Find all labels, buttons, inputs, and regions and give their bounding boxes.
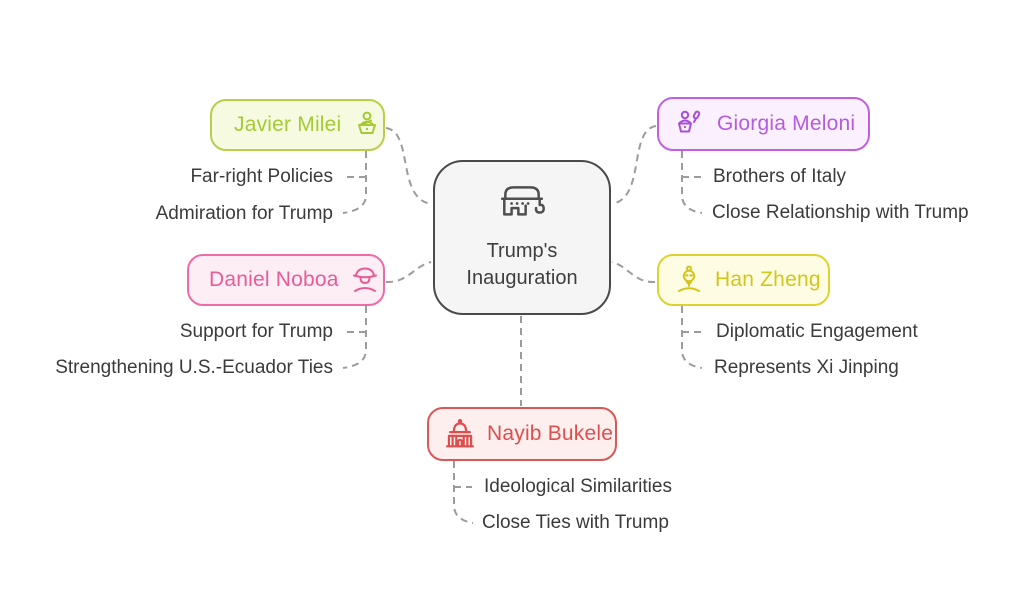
child-item-diplomatic-engagement[interactable]: Diplomatic Engagement <box>716 321 918 342</box>
bracket-bukele <box>453 461 474 524</box>
connector-milei-center <box>385 127 432 205</box>
child-item-strengthening-us-ecuador-ties[interactable]: Strengthening U.S.-Ecuador Ties <box>55 357 333 378</box>
bracket-han <box>681 306 703 369</box>
chinese-official-icon <box>673 264 705 296</box>
bracket-meloni <box>681 151 703 214</box>
branch-node-nayib-bukele[interactable]: Nayib Bukele <box>427 407 617 461</box>
connector-han-center <box>611 261 656 284</box>
branch-node-daniel-noboa[interactable]: Daniel Noboa <box>187 254 385 306</box>
center-node-label: Trump's Inauguration <box>466 240 578 289</box>
child-item-support-for-trump[interactable]: Support for Trump <box>179 321 333 342</box>
child-item-brothers-of-italy[interactable]: Brothers of Italy <box>713 166 847 187</box>
branch-label: Nayib Bukele <box>487 422 614 445</box>
domed-palace-icon <box>443 418 477 450</box>
branch-label: Giorgia Meloni <box>717 112 856 135</box>
center-node-trumps-inauguration[interactable]: Trump's Inauguration <box>433 160 611 315</box>
branch-node-javier-milei[interactable]: Javier Milei <box>210 99 385 151</box>
branch-node-giorgia-meloni[interactable]: Giorgia Meloni <box>657 97 870 151</box>
speaker-with-microphone-icon <box>673 108 707 140</box>
connector-noboa-center <box>385 261 432 284</box>
child-item-close-ties-with-trump[interactable]: Close Ties with Trump <box>482 512 669 533</box>
branch-node-han-zheng[interactable]: Han Zheng <box>657 254 830 306</box>
child-item-close-relationship-with-trump[interactable]: Close Relationship with Trump <box>712 202 969 223</box>
bracket-milei <box>342 151 367 214</box>
person-with-hat-icon <box>349 264 381 296</box>
speaker-at-podium-icon <box>351 109 383 141</box>
republican-elephant-icon <box>497 183 547 230</box>
connector-meloni-center <box>611 125 657 205</box>
branch-label: Javier Milei <box>234 113 342 136</box>
child-item-far-right-policies[interactable]: Far-right Policies <box>190 166 333 187</box>
child-item-ideological-similarities[interactable]: Ideological Similarities <box>484 476 672 497</box>
branch-label: Han Zheng <box>715 268 821 291</box>
branch-label: Daniel Noboa <box>209 268 339 291</box>
child-item-admiration-for-trump[interactable]: Admiration for Trump <box>155 203 333 224</box>
bracket-noboa <box>342 306 367 369</box>
child-item-represents-xi-jinping[interactable]: Represents Xi Jinping <box>714 357 899 378</box>
